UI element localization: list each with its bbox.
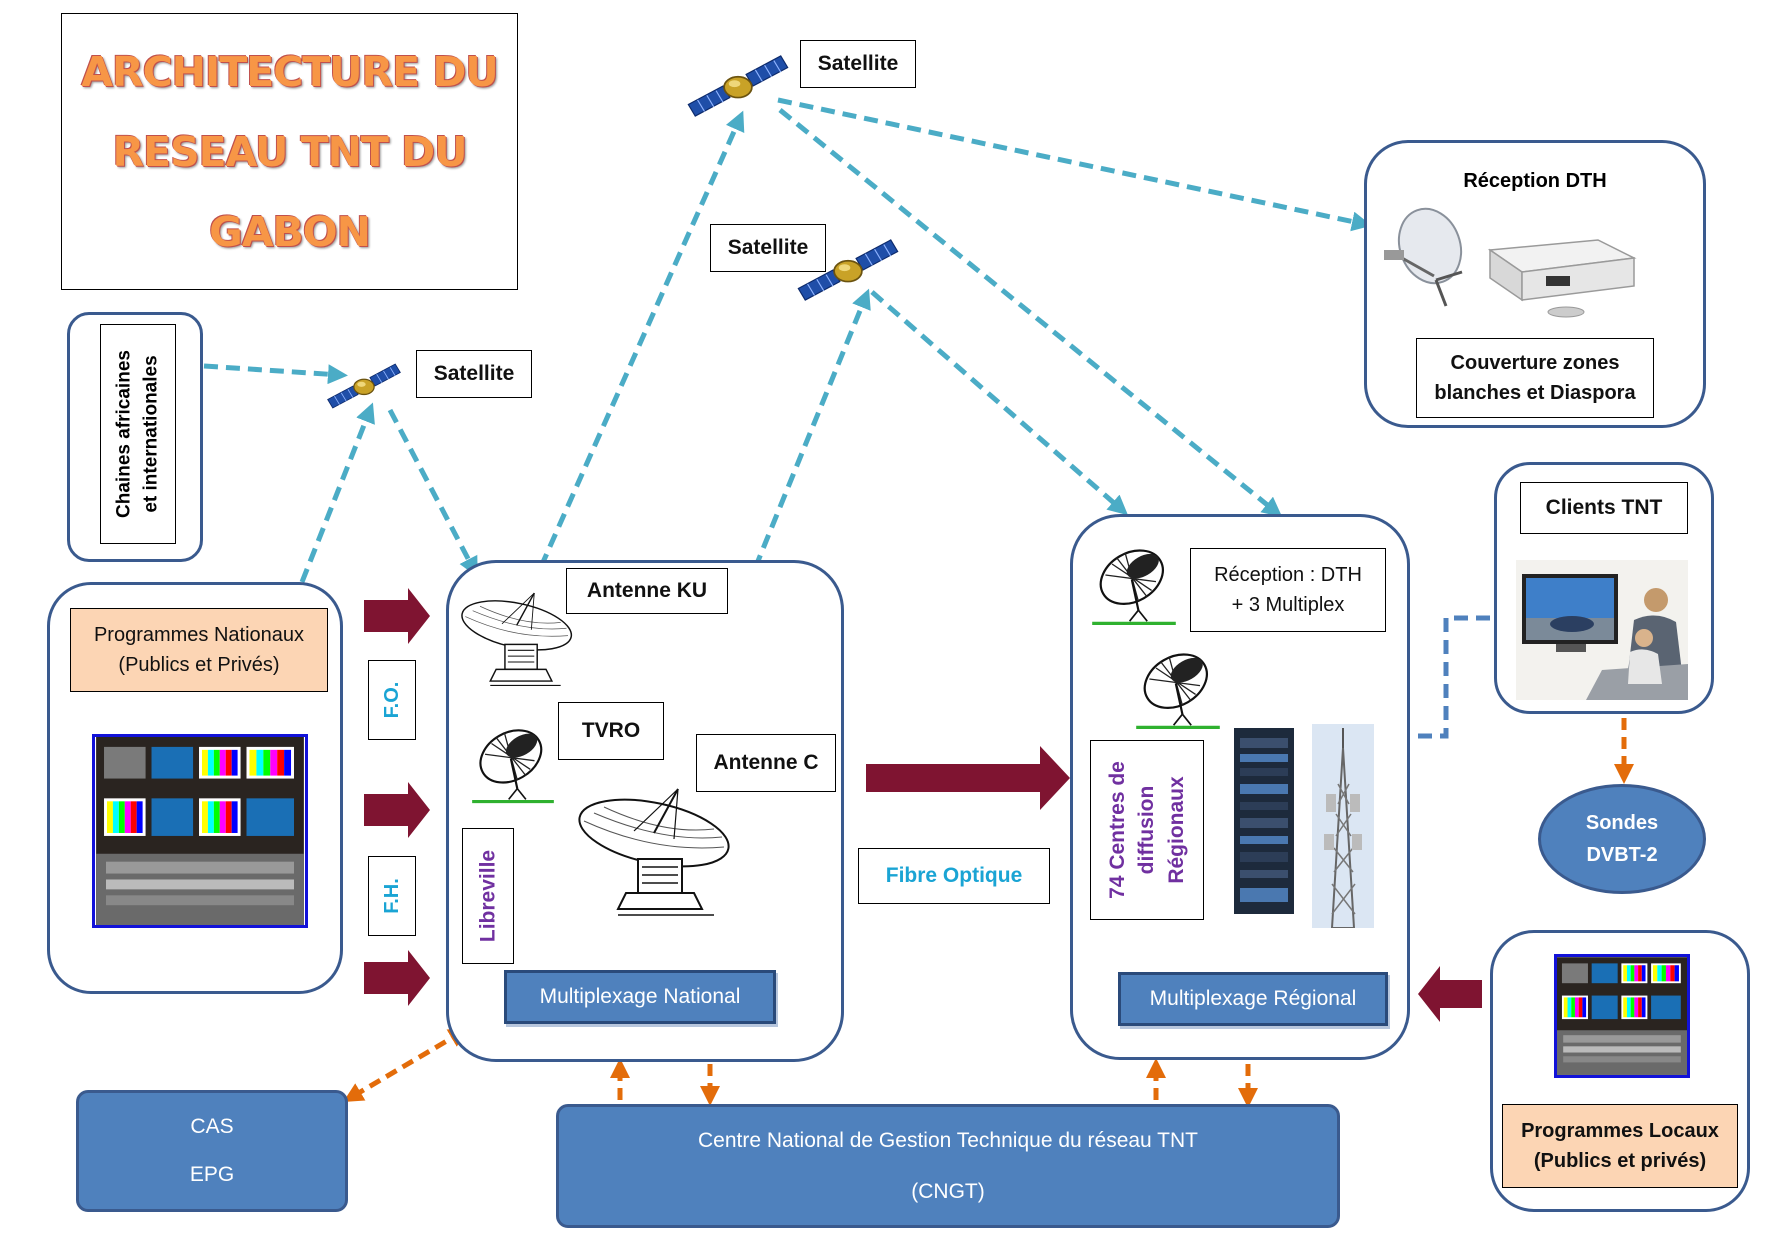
local-control-room-photo <box>1554 954 1690 1078</box>
libreville-label-box: Libreville <box>462 828 514 964</box>
dth-coverage-line-2: blanches et Diaspora <box>1434 382 1636 404</box>
title-line-1: ARCHITECTURE DU <box>81 47 498 96</box>
title-line-2: RESEAU TNT DU <box>112 127 468 176</box>
tvro-label: TVRO <box>558 702 664 760</box>
dth-coverage-line-1: Couverture zones <box>1450 352 1620 374</box>
fo-label: F.O. <box>381 681 403 719</box>
fh-label: F.H. <box>381 878 403 914</box>
chaines-line-1: Chaines africaines <box>113 350 135 518</box>
sondes-ellipse: Sondes DVBT-2 <box>1538 784 1706 894</box>
link-libreville-cas <box>343 1027 469 1103</box>
centres-label-box: 74 Centres de diffusion Régionaux <box>1090 740 1204 920</box>
clients-tnt-label: Clients TNT <box>1520 482 1688 534</box>
link-chaines-to-satellite <box>203 363 348 385</box>
block-arrow-1 <box>364 588 430 644</box>
transmitter-tower-icon <box>1312 724 1374 928</box>
epg-label: EPG <box>189 1163 235 1186</box>
clients-tv-photo <box>1516 560 1688 700</box>
dth-title: Réception DTH <box>1463 170 1607 192</box>
satellite-label-left: Satellite <box>416 350 532 398</box>
satellite-icon-left <box>326 363 402 409</box>
cngt-line-1: Centre National de Gestion Technique du … <box>697 1128 1199 1152</box>
block-arrow-2 <box>364 782 430 838</box>
antenne-c-dish-icon <box>574 786 736 917</box>
regional-dish-icon-2 <box>1134 644 1222 730</box>
fibre-optique-label: Fibre Optique <box>858 848 1050 904</box>
title-line-3: GABON <box>209 207 371 256</box>
link-satellite-to-libreville <box>387 408 478 578</box>
link-satellite-to-dth <box>777 97 1372 232</box>
chaines-line-2: et internationales <box>140 355 161 513</box>
regional-reception-label: Réception : DTH + 3 Multiplex <box>1190 548 1386 632</box>
dth-coverage-label: Couverture zones blanches et Diaspora <box>1416 338 1654 418</box>
multiplexage-regional-box: Multiplexage Régional <box>1118 972 1388 1026</box>
link-programmes-to-satellite <box>299 402 375 583</box>
sondes-line-1: Sondes <box>1585 812 1659 834</box>
block-arrow-fibre <box>866 746 1070 810</box>
server-rack-icon <box>1234 728 1294 914</box>
multiplexage-national-box: Multiplexage National <box>504 970 776 1024</box>
cas-label: CAS <box>190 1115 234 1138</box>
antenne-c-label: Antenne C <box>696 734 836 792</box>
link-antenne-ku-satellite <box>527 110 745 595</box>
programmes-locaux-label: Programmes Locaux (Publics et privés) <box>1502 1104 1738 1188</box>
programmes-nationaux-line-2: (Publics et Privés) <box>118 654 280 676</box>
regional-dish-icon-1 <box>1090 540 1178 626</box>
fo-label-box: F.O. <box>368 660 416 740</box>
antenne-ku-label: Antenne KU <box>566 568 728 614</box>
programmes-locaux-line-1: Programmes Locaux <box>1521 1120 1719 1142</box>
block-arrow-3 <box>364 950 430 1006</box>
programmes-nationaux-line-1: Programmes Nationaux <box>93 624 305 646</box>
programmes-nationaux-label: Programmes Nationaux (Publics et Privés) <box>70 608 328 692</box>
satellite-icon-top <box>687 54 789 118</box>
monitor-wall-image <box>96 737 304 925</box>
block-arrow-locaux <box>1418 966 1482 1022</box>
regional-reception-line-2: + 3 Multiplex <box>1231 594 1345 616</box>
link-tower-to-clients <box>1374 608 1522 739</box>
sondes-line-2: DVBT-2 <box>1586 844 1658 866</box>
set-top-box-icon <box>1487 239 1637 318</box>
chaines-label-box: Chaines africaines et internationales <box>100 324 176 544</box>
link-antenne-c-satellite <box>667 288 871 780</box>
control-room-photo <box>92 734 308 928</box>
link-satellite2-to-regional <box>870 290 1129 516</box>
local-monitor-wall-image <box>1557 957 1687 1075</box>
cngt-box: Centre National de Gestion Technique du … <box>556 1104 1340 1228</box>
libreville-label: Libreville <box>476 849 500 943</box>
tvro-dish-icon <box>470 720 556 804</box>
programmes-locaux-line-2: (Publics et privés) <box>1533 1150 1707 1172</box>
centres-line-1: 74 Centres de <box>1105 761 1129 899</box>
satellite-label-top: Satellite <box>800 40 916 88</box>
cas-epg-box: CAS EPG <box>76 1090 348 1212</box>
link-satellite-to-regional <box>778 108 1283 518</box>
centres-line-3: Régionaux <box>1164 776 1188 884</box>
fh-label-box: F.H. <box>368 856 416 936</box>
dth-dish-icon <box>1384 207 1463 307</box>
cngt-line-2: (CNGT) <box>911 1179 985 1203</box>
title-box: ARCHITECTURE DU RESEAU TNT DU GABON <box>61 13 518 290</box>
regional-reception-line-1: Réception : DTH <box>1214 564 1362 586</box>
centres-line-2: diffusion <box>1135 785 1159 875</box>
satellite-label-middle: Satellite <box>710 224 826 272</box>
